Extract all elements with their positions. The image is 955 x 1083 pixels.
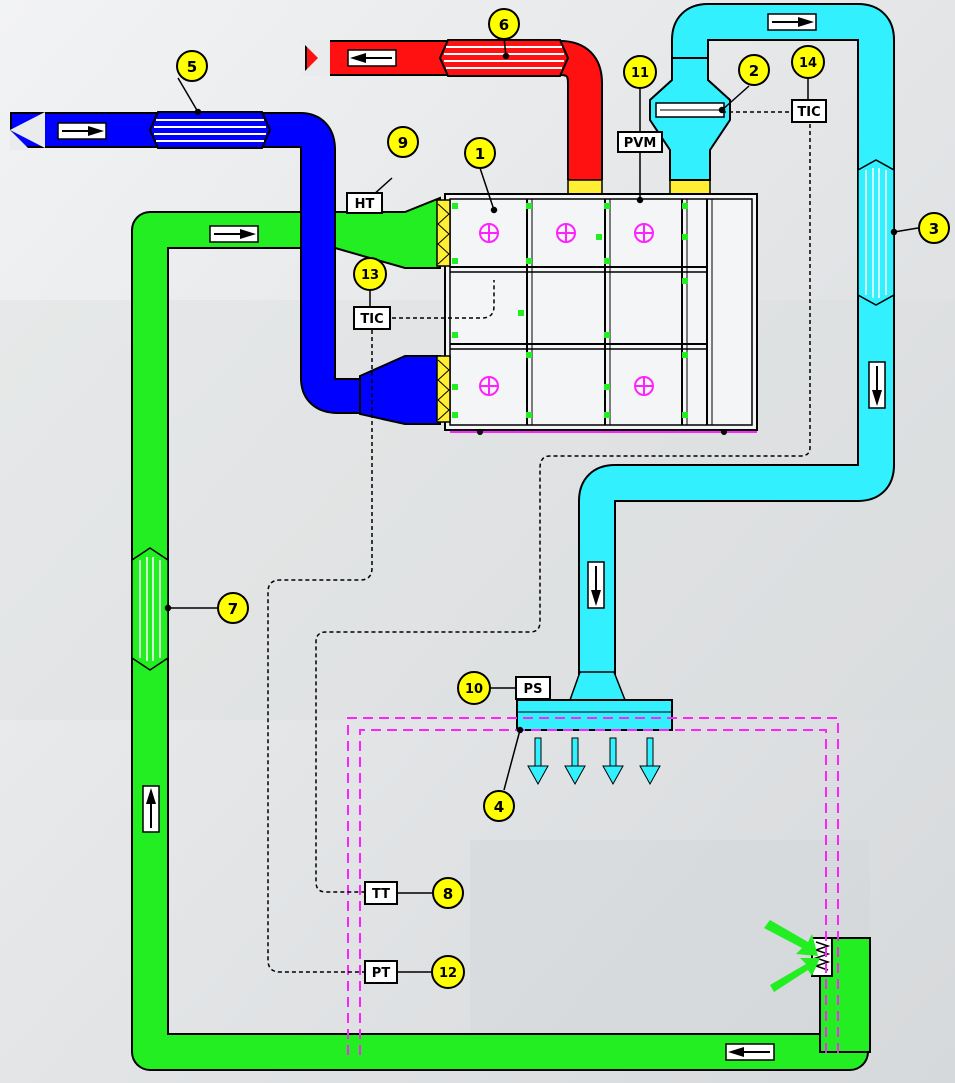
flow-arrow-icon — [142, 785, 160, 833]
instrument-pt: PT — [364, 960, 398, 984]
callout-8-label: 8 — [443, 885, 453, 903]
callout-11: 11 — [623, 55, 657, 89]
callout-2: 2 — [738, 54, 770, 86]
return-inlet-arrows — [764, 920, 820, 992]
instrument-ps-label: PS — [524, 682, 543, 697]
fan-icon — [634, 376, 654, 396]
callout-3: 3 — [918, 212, 950, 244]
callout-1: 1 — [464, 137, 496, 169]
flow-arrow-icon — [725, 1043, 775, 1061]
flow-arrow-icon — [209, 225, 259, 243]
flow-arrow-icon — [587, 561, 605, 609]
instrument-ht-label: HT — [355, 197, 375, 212]
room-boundary — [347, 717, 839, 1055]
instrument-pvm-label: PVM — [624, 136, 657, 151]
fan-icon — [556, 223, 576, 243]
callout-14: 14 — [791, 45, 825, 79]
callout-9: 9 — [387, 126, 419, 158]
callout-13: 13 — [353, 257, 387, 291]
outdoor-air-duct — [10, 112, 441, 425]
air-handling-unit — [436, 193, 758, 435]
instrument-tic-14: TIC — [791, 99, 827, 123]
callout-10-label: 10 — [465, 682, 483, 697]
callout-7-label: 7 — [228, 600, 238, 618]
return-air-coil — [131, 547, 169, 671]
callout-8: 8 — [432, 877, 464, 909]
callout-6-label: 6 — [499, 16, 509, 34]
instrument-ht: HT — [346, 192, 383, 214]
flow-arrow-icon — [57, 122, 107, 140]
outdoor-air-coil — [148, 111, 272, 149]
callout-2-label: 2 — [749, 62, 759, 80]
flow-arrow-icon — [767, 13, 817, 31]
leader-lines — [164, 37, 919, 973]
flow-arrow-icon — [868, 361, 886, 409]
instrument-tt: TT — [364, 881, 398, 905]
callout-4: 4 — [483, 790, 515, 822]
fan-icon — [479, 223, 499, 243]
supply-filter — [649, 57, 731, 181]
callout-11-label: 11 — [631, 66, 649, 81]
callout-14-label: 14 — [799, 56, 817, 71]
instrument-ps: PS — [515, 676, 551, 700]
fan-icon — [479, 376, 499, 396]
supply-outlet-arrows — [527, 737, 661, 786]
instrument-tic-13: TIC — [353, 306, 391, 330]
flow-arrow-icon — [347, 49, 397, 67]
callout-13-label: 13 — [361, 268, 379, 283]
fan-icon — [634, 223, 654, 243]
callout-3-label: 3 — [929, 220, 939, 238]
callout-7: 7 — [217, 592, 249, 624]
instrument-pt-label: PT — [372, 966, 391, 981]
callout-10: 10 — [457, 671, 491, 705]
callout-5: 5 — [176, 50, 208, 82]
callout-12: 12 — [431, 955, 465, 989]
callout-layer: 1 2 3 4 5 6 7 8 9 10 11 12 13 14 — [176, 8, 950, 989]
supply-diffuser — [516, 699, 673, 731]
callout-5-label: 5 — [187, 58, 197, 76]
instrument-pvm: PVM — [617, 131, 663, 153]
instrument-tt-label: TT — [372, 887, 390, 902]
callout-9-label: 9 — [398, 134, 408, 152]
instrument-tic-13-label: TIC — [360, 312, 383, 327]
supply-air-coil — [857, 159, 895, 306]
callout-12-label: 12 — [439, 966, 457, 981]
control-signal-lines — [267, 111, 811, 973]
instrument-tic-14-label: TIC — [797, 105, 820, 120]
callout-4-label: 4 — [494, 798, 504, 816]
callout-1-label: 1 — [475, 145, 485, 163]
callout-6: 6 — [488, 8, 520, 40]
